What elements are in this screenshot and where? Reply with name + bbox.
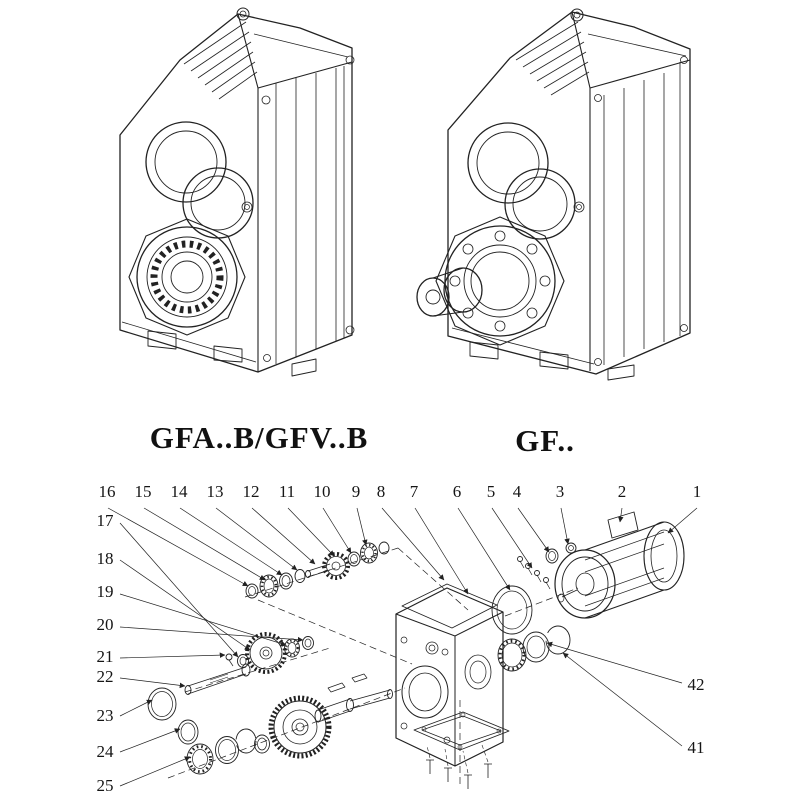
callout-4: 4 bbox=[512, 482, 522, 501]
assembly-axis-lines bbox=[167, 547, 579, 788]
cover-plate-and-bolts bbox=[413, 711, 510, 789]
model-label-left: GFA..B/GFV..B bbox=[149, 420, 369, 455]
callout-10: 10 bbox=[313, 482, 331, 501]
output-bearing-rings bbox=[497, 625, 571, 672]
gearbox-left-drawing bbox=[119, 7, 355, 377]
output-gear-and-shaft bbox=[254, 673, 393, 759]
intermediate-shaft bbox=[184, 663, 251, 695]
callout-23: 23 bbox=[96, 706, 114, 725]
callout-6: 6 bbox=[452, 482, 462, 501]
motor-part bbox=[554, 511, 685, 619]
callout-17: 17 bbox=[96, 511, 114, 530]
callout-20: 20 bbox=[96, 615, 114, 634]
callout-leader-lines bbox=[107, 507, 698, 787]
callout-18: 18 bbox=[96, 549, 114, 568]
motor-flange-parts bbox=[491, 542, 577, 635]
callout-9: 9 bbox=[351, 482, 361, 501]
callout-8: 8 bbox=[376, 482, 386, 501]
callout-7: 7 bbox=[409, 482, 419, 501]
callout-19: 19 bbox=[96, 582, 114, 601]
callout-13: 13 bbox=[206, 482, 224, 501]
callout-2: 2 bbox=[617, 482, 627, 501]
model-label-right: GF.. bbox=[515, 423, 575, 458]
callout-14: 14 bbox=[170, 482, 188, 501]
gearbox-right-drawing bbox=[416, 8, 691, 381]
callout-11: 11 bbox=[278, 482, 296, 501]
callout-42: 42 bbox=[687, 675, 705, 694]
callout-1: 1 bbox=[692, 482, 702, 501]
callout-21: 21 bbox=[96, 647, 114, 666]
exploded-view-drawing bbox=[107, 507, 698, 789]
callout-16: 16 bbox=[98, 482, 116, 501]
output-shaft-bearings bbox=[147, 687, 257, 775]
callout-41: 41 bbox=[687, 738, 705, 757]
housing-part bbox=[395, 583, 504, 767]
callout-5: 5 bbox=[486, 482, 496, 501]
input-shaft-assembly bbox=[245, 541, 390, 599]
callout-3: 3 bbox=[555, 482, 565, 501]
callout-25: 25 bbox=[96, 776, 114, 795]
callout-22: 22 bbox=[96, 667, 114, 686]
callout-24: 24 bbox=[96, 742, 114, 761]
callout-15: 15 bbox=[134, 482, 152, 501]
callout-12: 12 bbox=[242, 482, 260, 501]
